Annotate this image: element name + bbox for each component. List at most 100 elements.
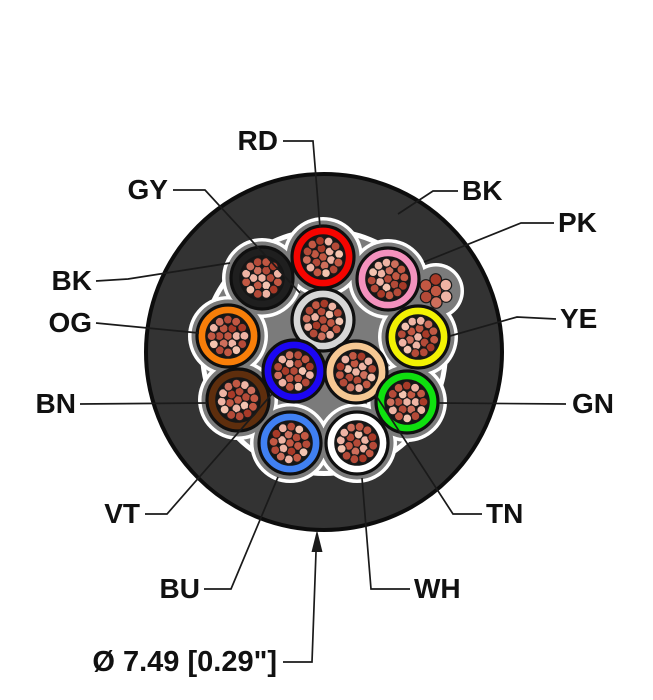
copper-strand [277,423,289,434]
copper-strand [273,370,284,381]
copper-strand [429,296,443,309]
copper-strand [222,347,234,358]
label-tn: TN [486,498,523,529]
leader-line-og [95,322,200,334]
copper-strand [341,450,352,461]
copper-strand [407,316,418,327]
copper-strand [298,447,309,458]
copper-strand [425,342,436,353]
copper-strand [304,305,315,316]
leader-line-gn [438,402,567,405]
copper-strand [357,453,368,464]
copper-strand [323,236,334,247]
copper-strand [402,413,413,424]
copper-strand [222,314,234,325]
copper-strand [301,254,312,265]
copper-strand [387,388,398,400]
copper-strand [400,321,411,332]
label-bn: BN [36,388,76,419]
copper-strand [302,246,313,257]
leader-line-bk-jacket [397,190,458,215]
copper-strand [362,425,373,436]
copper-strand [368,440,379,451]
copper-strand [291,452,303,463]
copper-strand [268,261,279,272]
leader-line-tn [374,393,482,515]
copper-strand [231,316,242,327]
copper-strand [393,382,404,393]
leader-line-rd [283,140,321,228]
copper-strand [241,277,252,288]
copper-strand [272,268,283,279]
copper-strand [261,288,272,299]
copper-strand [270,444,281,456]
copper-strand [315,235,326,246]
copper-strand [293,381,304,392]
copper-strand [312,267,323,278]
copper-strand [237,339,248,350]
copper-strand [439,278,453,292]
copper-strand [252,288,263,299]
copper-strand [334,369,345,381]
leader-line-gy [173,189,301,294]
copper-strand [418,347,429,358]
copper-strand [397,337,408,348]
copper-strand [423,319,434,330]
copper-strand [284,350,295,361]
copper-strand [277,377,288,388]
copper-strand [367,432,378,443]
diameter-arrowhead [311,530,323,552]
copper-strand [320,268,331,279]
copper-strand [335,361,346,372]
copper-strand [231,345,242,356]
copper-strand [366,372,377,383]
copper-strand [368,267,379,278]
label-bu: BU [160,573,200,604]
copper-strand [392,287,403,298]
copper-strand [387,405,398,416]
leader-line-bn [79,402,208,405]
label-pk: PK [558,207,597,238]
copper-strand [237,322,248,333]
copper-strand [334,249,345,260]
copper-strand [308,328,319,339]
leader-line-pk [423,222,554,263]
copper-strand [339,427,350,438]
copper-strand [385,397,396,408]
copper-strand [366,275,377,286]
copper-strand [217,388,229,399]
leader-line-ye [449,316,557,337]
leader-line-wh [361,477,410,590]
copper-strand [401,380,412,391]
copper-strand [345,382,356,393]
copper-strand [239,330,250,342]
copper-strand [299,430,310,442]
copper-strand [353,383,365,394]
copper-strand [333,257,344,268]
copper-strand [208,339,219,350]
copper-strand [428,326,439,337]
copper-strand [346,422,357,433]
copper-strand [397,280,408,291]
copper-strand [216,396,227,407]
copper-strand [275,451,286,462]
copper-strand [214,316,225,327]
label-gy: GY [128,174,169,205]
copper-strand [340,354,351,365]
copper-strand [208,322,219,333]
copper-strand [327,301,338,312]
copper-strand [419,290,433,304]
copper-strand [418,396,429,407]
copper-strand [231,378,242,389]
copper-strand [336,443,347,454]
copper-strand [300,377,311,388]
copper-strand [332,307,343,319]
leader-line-vt [145,393,273,515]
copper-strand [389,259,400,270]
label-bk-jacket: BK [462,175,502,206]
copper-strand [410,411,421,422]
copper-strand [367,363,378,375]
copper-strand [245,261,256,272]
